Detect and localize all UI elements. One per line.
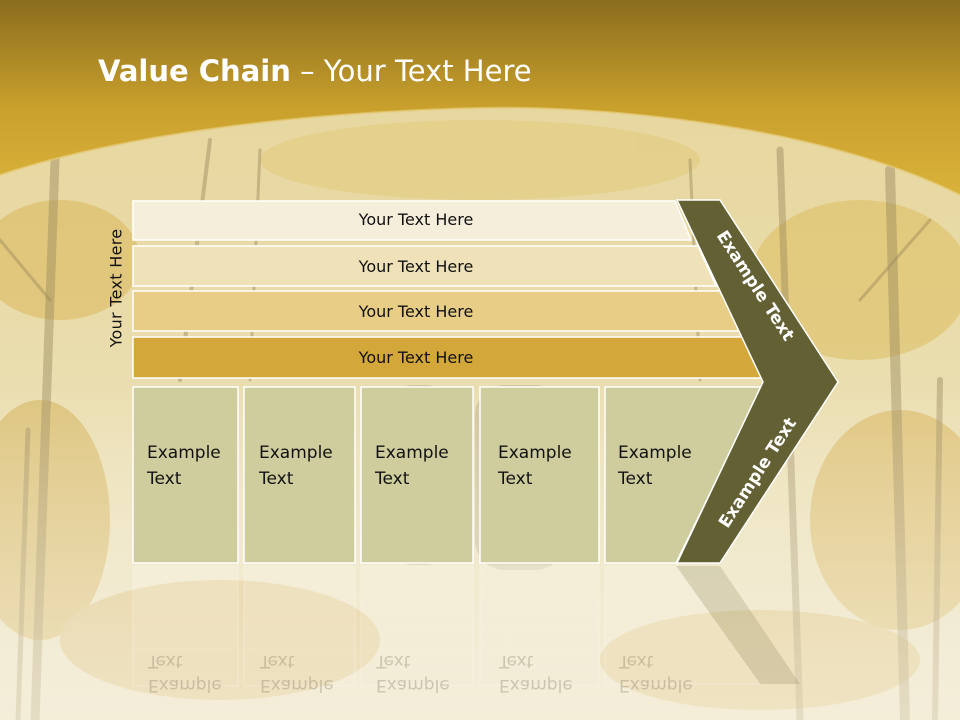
box-5-line1: Example — [618, 443, 692, 463]
title-bold: Value Chain — [98, 54, 291, 88]
bar-label-3: Your Text Here — [358, 302, 474, 321]
svg-text:Example: Example — [619, 675, 693, 695]
bar-label-1: Your Text Here — [358, 210, 474, 229]
svg-text:Text: Text — [147, 651, 183, 671]
bar-label-2: Your Text Here — [358, 257, 474, 276]
box-4-line2: Text — [497, 469, 533, 489]
svg-text:Example: Example — [148, 675, 222, 695]
box-3-line2: Text — [374, 469, 410, 489]
box-shape-5 — [604, 386, 764, 564]
box-2-line1: Example — [259, 443, 333, 463]
box-2-line2: Text — [258, 469, 294, 489]
box-shape-4 — [479, 386, 600, 564]
box-1-line1: Example — [147, 443, 221, 463]
box-3-line1: Example — [375, 443, 449, 463]
box-shape-3 — [360, 386, 474, 564]
svg-text:Text: Text — [498, 651, 534, 671]
svg-text:Example: Example — [499, 675, 573, 695]
svg-text:Text: Text — [618, 651, 654, 671]
svg-text:Example: Example — [376, 675, 450, 695]
title-rest: – Your Text Here — [290, 54, 532, 88]
page-title: Value Chain – Your Text Here — [98, 54, 532, 88]
bar-label-4: Your Text Here — [358, 348, 474, 367]
svg-text:Example: Example — [260, 675, 334, 695]
box-4-line1: Example — [498, 443, 572, 463]
bar-shape-1 — [132, 200, 693, 241]
diagram-reflection: Example Text Example Text Example Text E… — [132, 565, 800, 695]
box-5-line2: Text — [617, 469, 653, 489]
box-shape-2 — [243, 386, 356, 564]
svg-text:Text: Text — [259, 651, 295, 671]
box-shape-1 — [132, 386, 239, 564]
bar-shape-2 — [132, 245, 718, 287]
box-1-line2: Text — [146, 469, 182, 489]
chevron-arrow — [675, 199, 839, 564]
svg-text:Text: Text — [375, 651, 411, 671]
